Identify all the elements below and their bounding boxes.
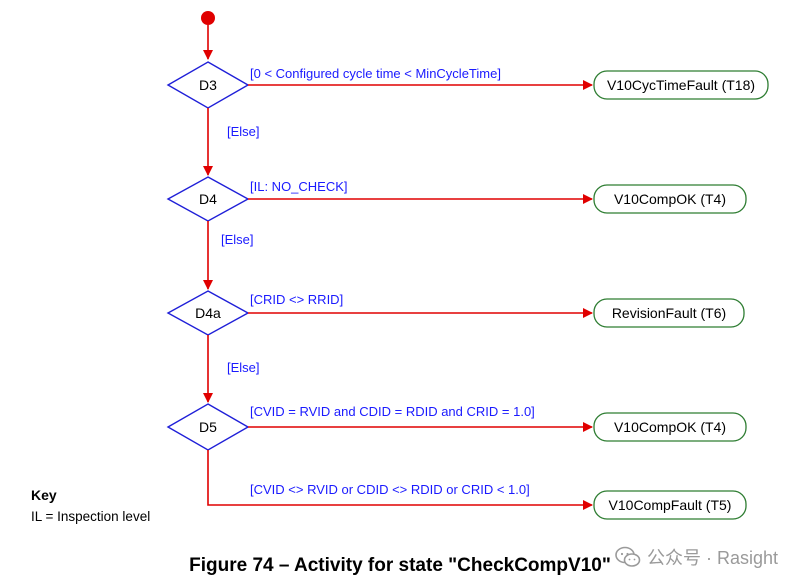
action-revisionfault-label: RevisionFault (T6): [612, 305, 726, 321]
action-v10compok-2: [593, 412, 747, 442]
action-v10compok-1-label: V10CompOK (T4): [614, 191, 726, 207]
d3-guard-label: [0 < Configured cycle time < MinCycleTim…: [250, 66, 501, 81]
action-v10compok-1: [593, 184, 747, 214]
decision-d3-label: D3: [199, 77, 217, 93]
key-definition: IL = Inspection level: [31, 509, 151, 524]
action-v10cyctimefault: [593, 70, 769, 100]
key-title: Key: [31, 487, 57, 503]
action-revisionfault: [593, 298, 745, 328]
decision-d4-label: D4: [199, 191, 217, 207]
watermark: 公众号 · Rasight: [615, 544, 778, 570]
decision-d5-label: D5: [199, 419, 217, 435]
figure-caption: Figure 74 – Activity for state "CheckCom…: [189, 555, 611, 576]
final-guard-label: [CVID <> RVID or CDID <> RDID or CRID < …: [250, 482, 530, 497]
d5-guard-label: [CVID = RVID and CDID = RDID and CRID = …: [250, 404, 535, 419]
d4-else-label: [Else]: [221, 232, 254, 247]
action-v10compfault: [593, 490, 747, 520]
wechat-icon: [615, 546, 641, 567]
activity-diagram: D3 [0 < Configured cycle time < MinCycle…: [166, 11, 769, 520]
d4a-guard-label: [CRID <> RRID]: [250, 292, 343, 307]
watermark-text: 公众号 · Rasight: [646, 548, 778, 568]
action-v10compok-2-label: V10CompOK (T4): [614, 419, 726, 435]
decision-d4a-label: D4a: [195, 305, 221, 321]
d3-else-label: [Else]: [227, 124, 260, 139]
action-v10compfault-label: V10CompFault (T5): [609, 497, 732, 513]
d4a-else-label: [Else]: [227, 360, 260, 375]
d4-guard-label: [IL: NO_CHECK]: [250, 179, 348, 194]
d5-else-flow: [207, 450, 593, 510]
start-node: [201, 11, 215, 25]
action-v10cyctimefault-label: V10CycTimeFault (T18): [607, 77, 755, 93]
